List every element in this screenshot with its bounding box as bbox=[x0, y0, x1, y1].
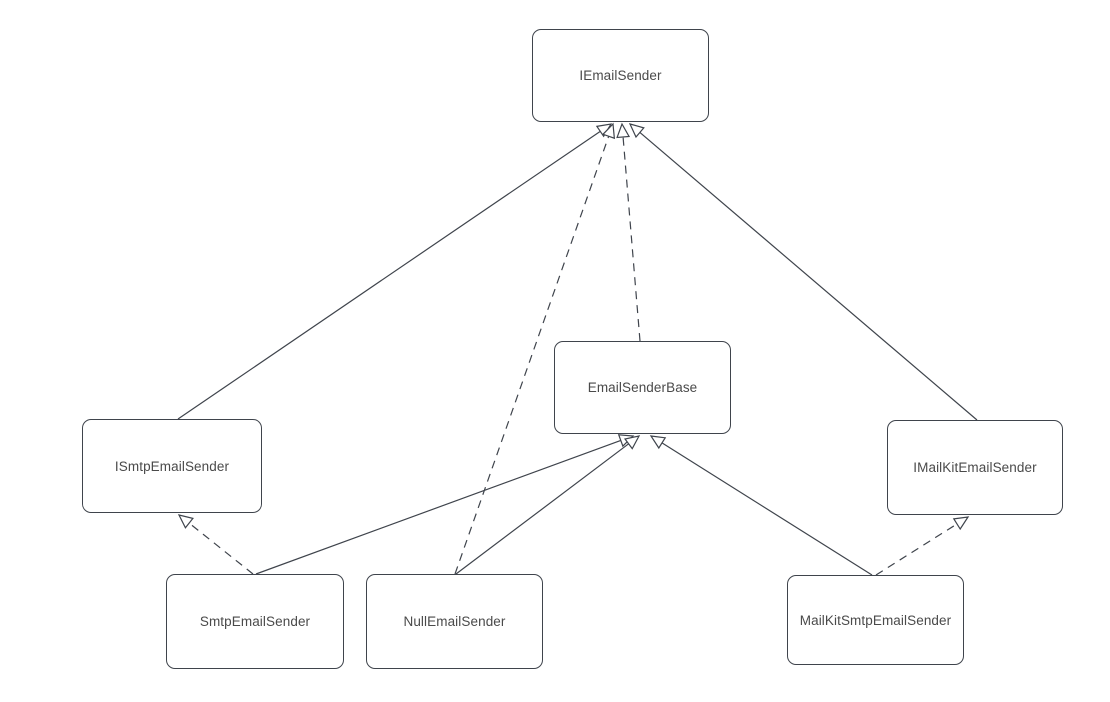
edge-line bbox=[188, 522, 254, 575]
class-node-smtpemailsender[interactable]: SmtpEmailSender bbox=[166, 574, 344, 669]
class-node-label: EmailSenderBase bbox=[587, 380, 698, 395]
class-node-nullemailsender[interactable]: NullEmailSender bbox=[366, 574, 543, 669]
edge-imailkit-to-iemail bbox=[628, 123, 978, 421]
edge-line bbox=[455, 443, 629, 575]
class-node-label: MailKitSmtpEmailSender bbox=[799, 612, 952, 628]
class-node-label: IEmailSender bbox=[579, 68, 662, 83]
edge-null-to-iemail bbox=[454, 122, 616, 575]
class-node-label: SmtpEmailSender bbox=[199, 614, 311, 629]
edge-null-to-base bbox=[455, 435, 641, 575]
edge-line bbox=[875, 523, 958, 576]
class-node-emailsenderbase[interactable]: EmailSenderBase bbox=[554, 341, 731, 434]
hollow-triangle-arrowhead-icon bbox=[952, 516, 970, 531]
edge-line bbox=[177, 130, 601, 420]
hollow-triangle-arrowhead-icon bbox=[649, 435, 667, 450]
class-node-imailkitemailsender[interactable]: IMailKitEmailSender bbox=[887, 420, 1063, 515]
class-node-label: NullEmailSender bbox=[403, 614, 506, 629]
hollow-triangle-arrowhead-icon bbox=[177, 514, 194, 529]
hollow-triangle-arrowhead-icon bbox=[628, 123, 645, 139]
hollow-triangle-arrowhead-icon bbox=[601, 122, 616, 140]
class-node-label: ISmtpEmailSender bbox=[114, 458, 230, 474]
edge-base-to-iemail bbox=[616, 122, 641, 342]
edge-smtp-to-ismtp bbox=[177, 514, 254, 575]
edge-line bbox=[639, 131, 978, 421]
edge-smtp-to-base bbox=[255, 434, 635, 575]
edge-line bbox=[661, 442, 873, 576]
class-node-label: IMailKitEmailSender bbox=[913, 460, 1037, 475]
class-node-ismtpemailsender[interactable]: ISmtpEmailSender bbox=[82, 419, 262, 513]
edge-mailkitsmtp-to-base bbox=[649, 435, 873, 576]
edge-line bbox=[454, 136, 610, 575]
hollow-triangle-arrowhead-icon bbox=[616, 122, 631, 139]
class-node-iemailsender[interactable]: IEmailSender bbox=[532, 29, 709, 122]
edge-ismtp-to-iemail bbox=[177, 123, 613, 420]
edge-line bbox=[255, 439, 621, 575]
class-node-mailkitsmtpemailsender[interactable]: MailKitSmtpEmailSender bbox=[787, 575, 964, 665]
edge-line bbox=[622, 136, 641, 342]
hollow-triangle-arrowhead-icon bbox=[623, 435, 641, 450]
edge-mailkitsmtp-to-imailkit bbox=[875, 516, 970, 576]
